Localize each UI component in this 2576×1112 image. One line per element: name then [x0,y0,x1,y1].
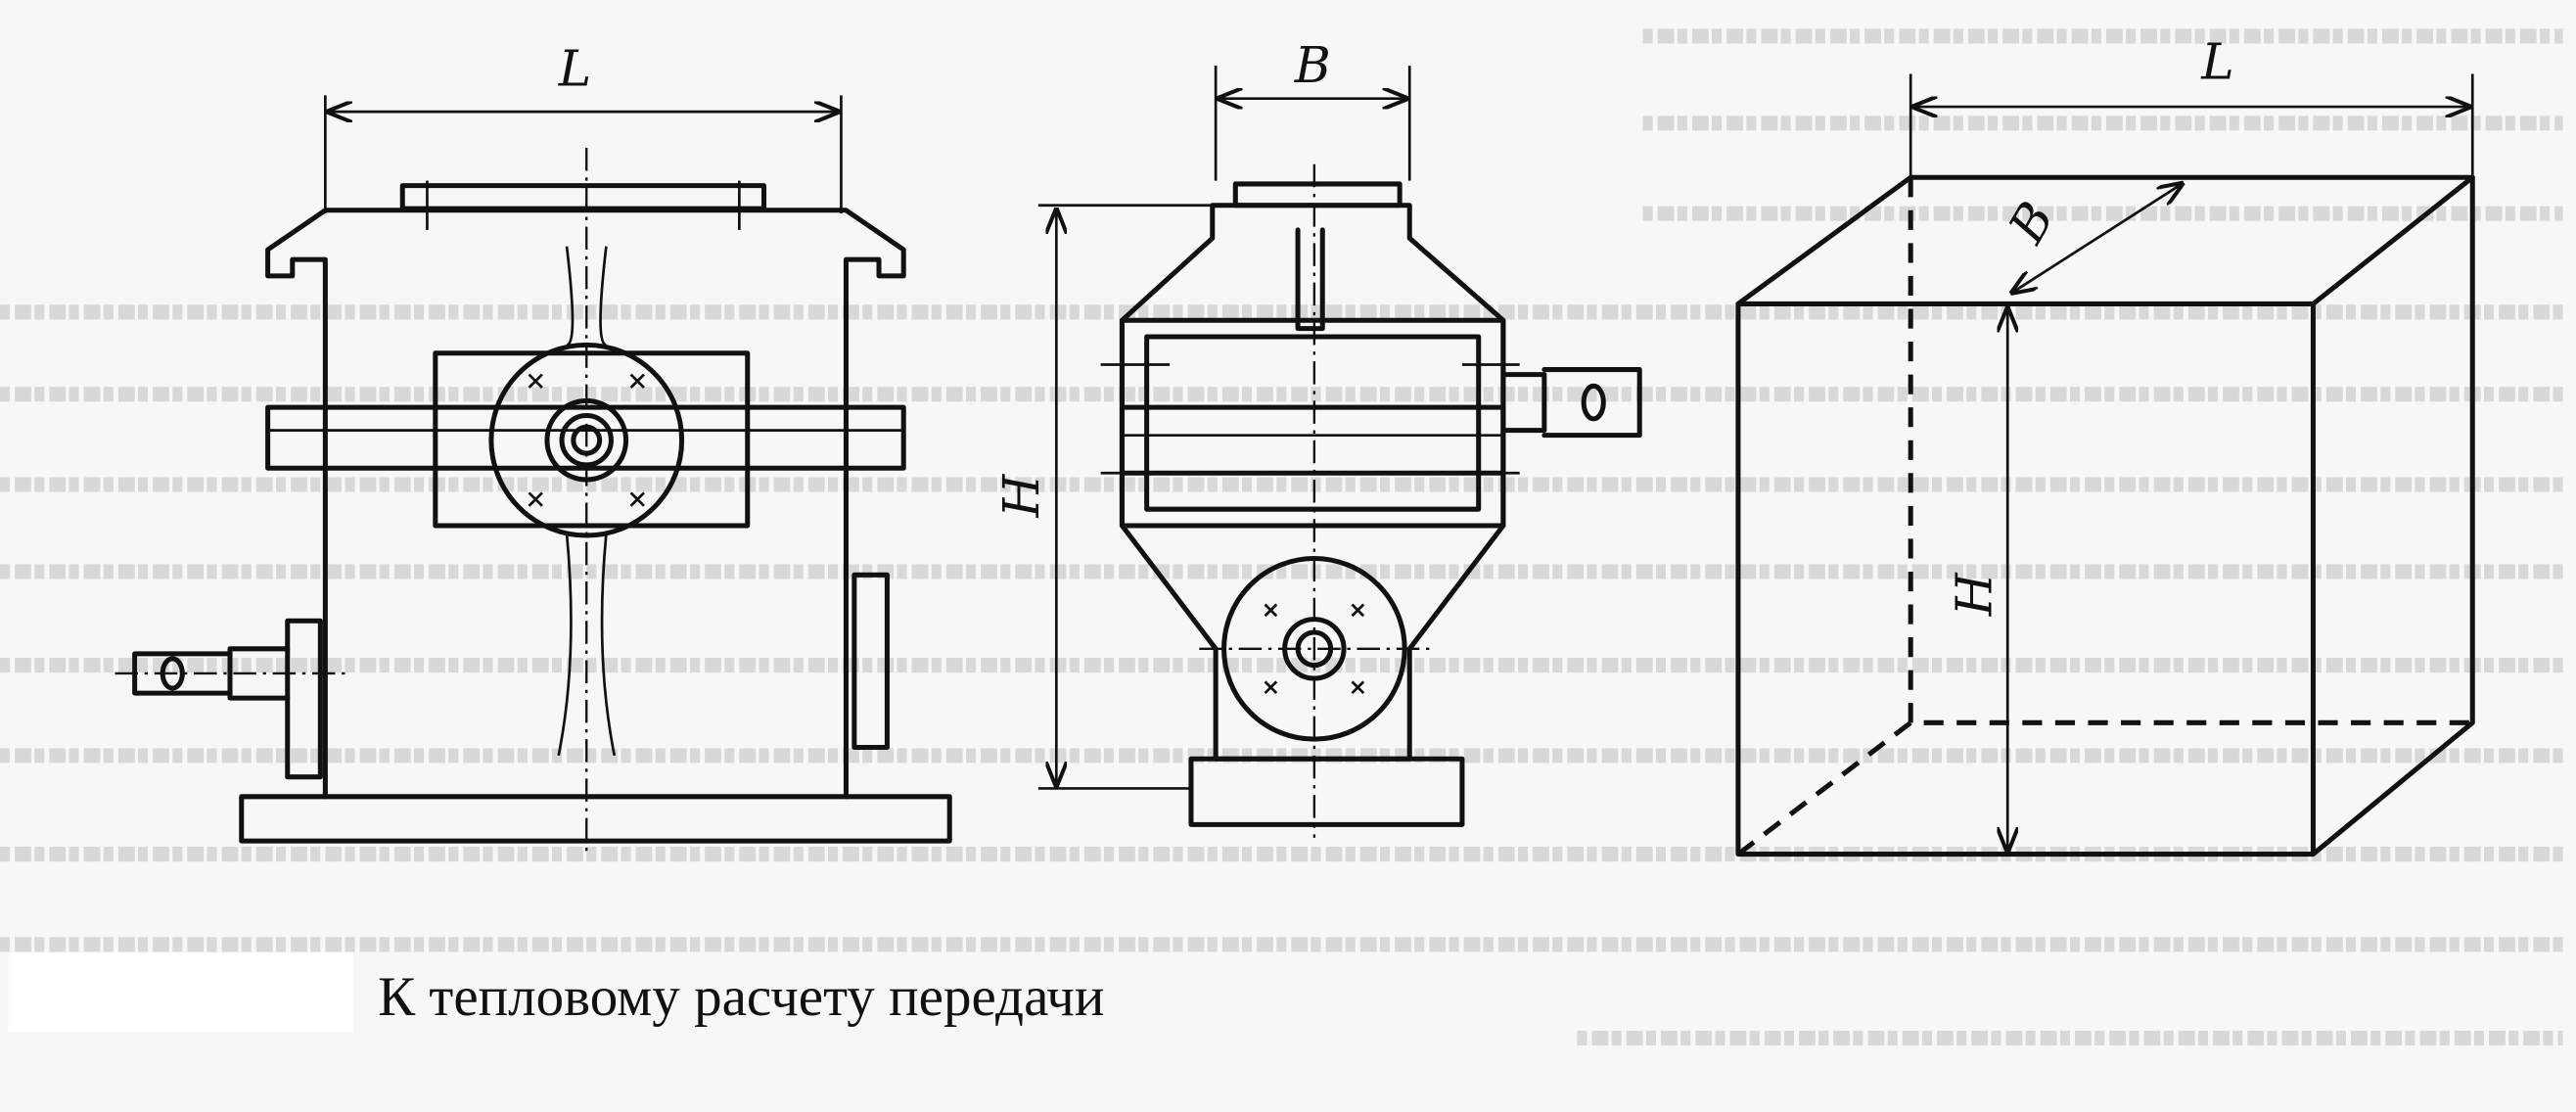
bolt-marks [528,373,645,507]
box-dimension-label-h: H [1945,572,2002,617]
box-dimension-label-b: B [1997,192,2065,253]
side-view: B H [992,36,1642,838]
box-dimension-line-b [2012,184,2182,293]
figure-caption: К тепловому расчету передачи [378,966,1104,1028]
box-model: L B H [1735,33,2475,857]
dimension-label-h: H [992,474,1050,519]
dimension-label-l: L [558,39,591,97]
blank-patch [8,952,353,1032]
front-view: L [115,39,952,855]
box-dimension-label-l: L [2200,33,2233,91]
dimension-label-b: B [1294,36,1331,94]
